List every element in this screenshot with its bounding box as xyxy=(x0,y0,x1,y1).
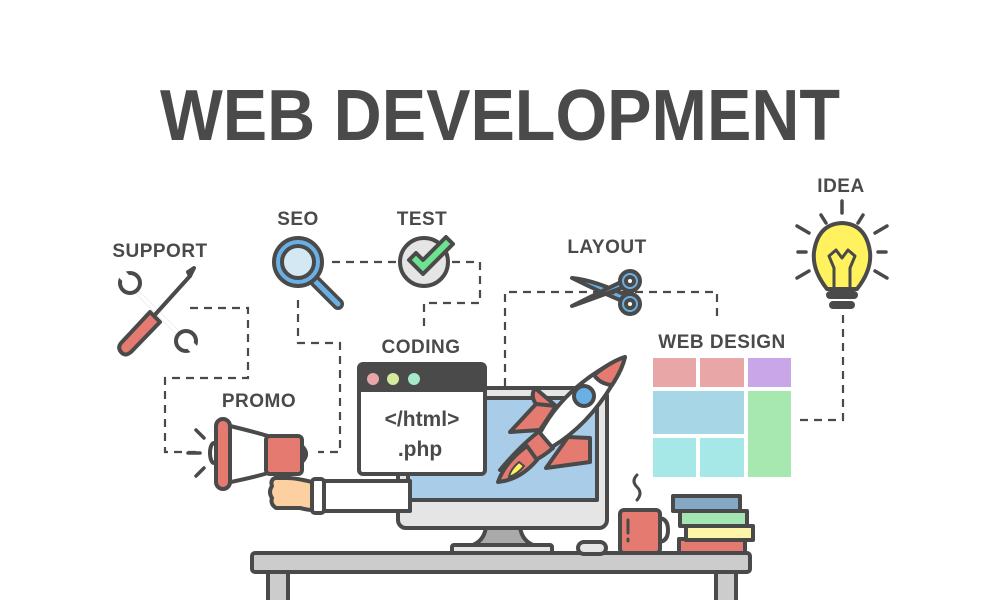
lightbulb-icon xyxy=(795,199,889,309)
rocket-icon xyxy=(496,355,627,484)
connector-seo-promo xyxy=(296,300,342,454)
label-promo: PROMO xyxy=(222,391,296,412)
grid-block-header-2 xyxy=(700,358,744,387)
connector-lines xyxy=(163,260,845,454)
grid-block-footer-1 xyxy=(653,438,696,477)
books-icon xyxy=(671,494,755,555)
window-dot-red xyxy=(367,373,379,385)
web-design-layout-grid xyxy=(653,358,791,477)
grid-block-main xyxy=(653,391,744,434)
label-test: TEST xyxy=(397,209,448,230)
wrench-icon xyxy=(115,267,202,357)
grid-block-sidebar xyxy=(748,391,791,477)
label-web-design: WEB DESIGN xyxy=(658,332,785,353)
window-dot-green xyxy=(408,373,420,385)
label-coding: CODING xyxy=(382,337,461,358)
screwdriver-icon xyxy=(117,266,196,357)
label-support: SUPPORT xyxy=(112,241,207,262)
magnifier-icon xyxy=(272,236,344,310)
mug-icon xyxy=(618,473,670,555)
grid-block-header-1 xyxy=(653,358,696,387)
connector-support-promo xyxy=(163,306,250,454)
grid-block-header-3 xyxy=(748,358,791,387)
hand-arm xyxy=(268,476,412,515)
code-line-php: .php xyxy=(398,438,442,461)
grid-block-footer-2 xyxy=(700,438,744,477)
desk xyxy=(250,551,752,600)
connector-layout-webdesign xyxy=(490,290,719,415)
code-window: </html> .php xyxy=(357,362,487,476)
connector-test-coding xyxy=(422,260,482,332)
window-dot-yellow xyxy=(387,373,399,385)
page-title: WEB DEVELOPMENT xyxy=(160,76,840,156)
code-line-html: </html> xyxy=(385,408,460,431)
label-seo: SEO xyxy=(277,209,319,230)
mouse xyxy=(576,540,608,556)
label-idea: IDEA xyxy=(817,176,864,197)
checkmark-icon xyxy=(398,235,455,288)
scissors-icon xyxy=(570,269,642,316)
label-layout: LAYOUT xyxy=(567,237,646,258)
connector-idea-webdesign xyxy=(797,315,845,422)
